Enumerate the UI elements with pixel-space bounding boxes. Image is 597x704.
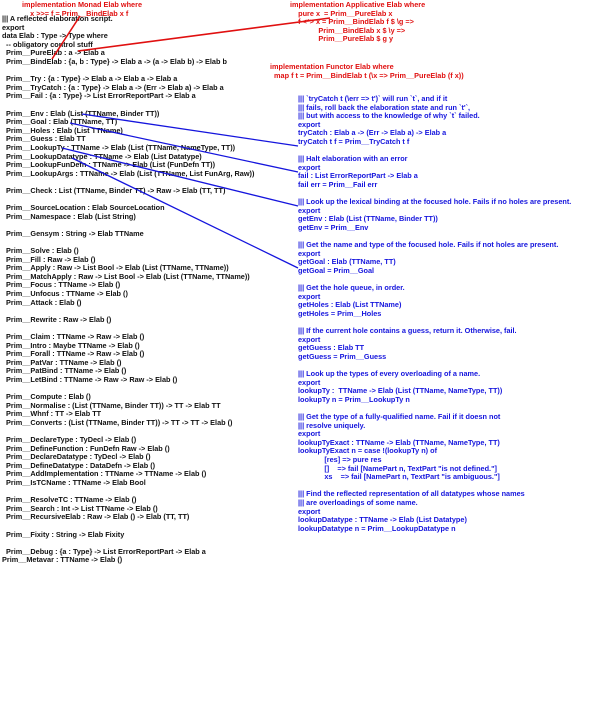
elab-data-line: Prim__Claim : TTName -> Raw -> Elab () <box>2 331 145 341</box>
elab-data-line: Prim__LetBind : TTName -> Raw -> Raw -> … <box>2 374 178 384</box>
elab-data-line: Prim__TryCatch : {a : Type} -> Elab a ->… <box>2 82 224 92</box>
elab-func-line: getGuess = Prim__Guess <box>298 351 387 361</box>
elab-data-line: ||| A reflected elaboration script. <box>2 14 113 23</box>
elab-data-line: Prim__DefineDatatype : DataDefn -> Elab … <box>2 460 156 470</box>
implementation-applicative-block: implementation Applicative Elab where pu… <box>290 0 426 44</box>
elab-func-line: fail err = Prim__Fail err <box>298 179 378 189</box>
elab-data-line: Prim__Try : {a : Type} -> Elab a -> Elab… <box>2 74 178 84</box>
applicative-impl-line: Prim__PureElab $ g y <box>290 34 394 44</box>
elab-func-line: getHoles : Elab (List TTName) <box>298 300 402 310</box>
implementation-functor-block: implementation Functor Elab where map f … <box>270 62 464 80</box>
monad-impl-line: implementation Monad Elab where <box>22 0 143 9</box>
elab-function-definitions: ||| `tryCatch t (\err => t')` will run `… <box>298 94 572 533</box>
elab-data-line: Prim__Unfocus : TTName -> Elab () <box>2 289 128 298</box>
elab-func-line: xs => fail [NamePart n, TextPart "is amb… <box>298 472 500 482</box>
elab-func-line: getEnv : Elab (List (TTName, Binder TT)) <box>298 214 438 224</box>
elab-data-line: Prim__AddImplementation : TTName -> TTNa… <box>2 469 207 479</box>
elab-data-line: Prim__Env : Elab (List (TTName, Binder T… <box>2 108 160 118</box>
elab-data-line: Prim__Metavar : TTName -> Elab () <box>2 555 123 565</box>
elab-func-line: ||| If the current hole contains a guess… <box>298 326 517 336</box>
elab-func-line: getGoal : Elab (TTName, TT) <box>298 257 396 267</box>
elab-func-line: export <box>298 248 321 258</box>
elab-func-line: ||| Look up the lexical binding at the f… <box>298 197 572 207</box>
elab-data-line: Prim__Whnf : TT -> Elab TT <box>2 409 102 419</box>
applicative-impl-line: pure x = Prim__PureElab x <box>290 8 393 18</box>
elab-func-line: export <box>298 205 321 215</box>
elab-func-line: ||| are overloadings of some name. <box>298 497 418 507</box>
elab-data-declaration: ||| A reflected elaboration script.expor… <box>2 14 255 565</box>
elab-data-line: Prim__Rewrite : Raw -> Elab () <box>2 314 112 324</box>
elab-data-line: Prim__Gensym : String -> Elab TTName <box>2 228 144 238</box>
elab-func-line: ||| Find the reflected representation of… <box>298 489 525 499</box>
elab-func-line: export <box>298 334 321 344</box>
elab-data-line: Prim__PatBind : TTName -> Elab () <box>2 366 127 376</box>
elab-data-line: Prim__DeclareDatatype : TyDecl -> Elab (… <box>2 452 151 462</box>
elab-func-line: export <box>298 162 321 172</box>
elab-data-line: Prim__Attack : Elab () <box>2 297 82 307</box>
applicative-impl-line: implementation Applicative Elab where <box>290 0 426 9</box>
elab-func-line: getGoal = Prim__Goal <box>298 265 375 275</box>
elab-func-line: ||| Get the type of a fully-qualified na… <box>298 411 501 421</box>
elab-data-line: Prim__RecursiveElab : Raw -> Elab () -> … <box>2 512 190 522</box>
elab-func-line: ||| Halt elaboration with an error <box>298 154 408 164</box>
elab-func-line: ||| but with access to the knowledge of … <box>298 111 480 121</box>
elab-data-line: Prim__Debug : {a : Type} -> List ErrorRe… <box>2 546 206 556</box>
elab-func-line: lookupTy : TTName -> Elab (List (TTName,… <box>298 386 503 396</box>
elab-func-line: lookupTyExact : TTName -> Elab (TTName, … <box>298 437 500 447</box>
monad-impl-line: x >>= f = Prim__BindElab x f <box>22 8 129 18</box>
functor-impl-line: map f t = Prim__BindElab t (\x => Prim__… <box>270 70 464 80</box>
elab-data-line: Prim__Focus : TTName -> Elab () <box>2 280 121 290</box>
elab-func-line: export <box>298 506 321 516</box>
elab-func-line: lookupDatatype n = Prim__LookupDatatype … <box>298 523 456 533</box>
elab-func-line: export <box>298 429 321 439</box>
elab-data-line: Prim__ResolveTC : TTName -> Elab () <box>2 495 137 505</box>
elab-data-line: Prim__Intro : Maybe TTName -> Elab () <box>2 340 140 350</box>
elab-func-line: tryCatch : Elab a -> (Err -> Elab a) -> … <box>298 128 447 138</box>
elab-data-line: Prim__Namespace : Elab (List String) <box>2 211 136 221</box>
elab-func-line: getEnv = Prim__Env <box>298 222 369 232</box>
elab-data-line: export <box>2 22 25 32</box>
elab-data-line: Prim__BindElab : {a, b : Type} -> Elab a… <box>2 56 227 66</box>
elab-func-line: ||| Get the hole queue, in order. <box>298 283 405 293</box>
elab-func-line: getHoles = Prim__Holes <box>298 308 382 318</box>
elab-func-line: ||| Get the name and type of the focused… <box>298 240 559 250</box>
elab-data-line: Prim__Check : List (TTName, Binder TT) -… <box>2 185 226 195</box>
implementation-monad-block: implementation Monad Elab where x >>= f … <box>22 0 143 18</box>
elab-data-line: Prim__LookupArgs : TTName -> Elab (List … <box>2 168 255 178</box>
elab-data-line: Prim__Compute : Elab () <box>2 392 91 402</box>
elab-func-line: ||| `tryCatch t (\err => t')` will run `… <box>298 94 448 103</box>
elab-data-line: Prim__DefineFunction : FunDefn Raw -> El… <box>2 443 170 453</box>
elab-data-line: Prim__PatVar : TTName -> Elab () <box>2 357 122 367</box>
functor-impl-line: implementation Functor Elab where <box>270 62 394 71</box>
elab-data-line: Prim__Normalise : (List (TTName, Binder … <box>2 400 221 410</box>
elab-data-line: Prim__Fail : {a : Type} -> List ErrorRep… <box>2 91 196 101</box>
elab-data-line: Prim__DeclareType : TyDecl -> Elab () <box>2 435 137 445</box>
elab-func-line: ||| resolve uniquely. <box>298 420 366 430</box>
elab-func-line: export <box>298 119 321 129</box>
elab-data-line: Prim__Fixity : String -> Elab Fixity <box>2 529 125 539</box>
elab-data-line: Prim__Converts : (List (TTName, Binder T… <box>2 417 233 427</box>
elab-func-line: ||| Look up the types of every overloadi… <box>298 369 481 378</box>
elab-data-line: Prim__IsTCName : TTName -> Elab Bool <box>2 478 146 488</box>
elab-func-line: getGuess : Elab TT <box>298 343 365 353</box>
elab-func-line: [] => fail [NamePart n, TextPart "is not… <box>298 463 497 473</box>
elab-func-line: [res] => pure res <box>298 454 382 464</box>
elab-func-line: tryCatch t f = Prim__TryCatch t f <box>298 136 410 146</box>
elab-data-line: Prim__Forall : TTName -> Raw -> Elab () <box>2 349 145 359</box>
applicative-impl-line: Prim__BindElab x $ \y => <box>290 25 406 35</box>
elab-data-line: Prim__MatchApply : Raw -> List Bool -> E… <box>2 271 250 281</box>
elab-func-line: lookupTy n = Prim__LookupTy n <box>298 394 410 404</box>
elab-func-line: export <box>298 377 321 387</box>
elab-func-line: lookupTyExact n = case !(lookupTy n) of <box>298 446 437 456</box>
elab-func-line: fail : List ErrorReportPart -> Elab a <box>298 171 418 181</box>
elab-func-line: lookupDatatype : TTName -> Elab (List Da… <box>298 515 467 525</box>
elab-data-line: Prim__Search : Int -> List TTName -> Ela… <box>2 503 158 513</box>
elab-func-line: ||| fails, roll back the elaboration sta… <box>298 102 471 112</box>
elab-func-line: export <box>298 291 321 301</box>
